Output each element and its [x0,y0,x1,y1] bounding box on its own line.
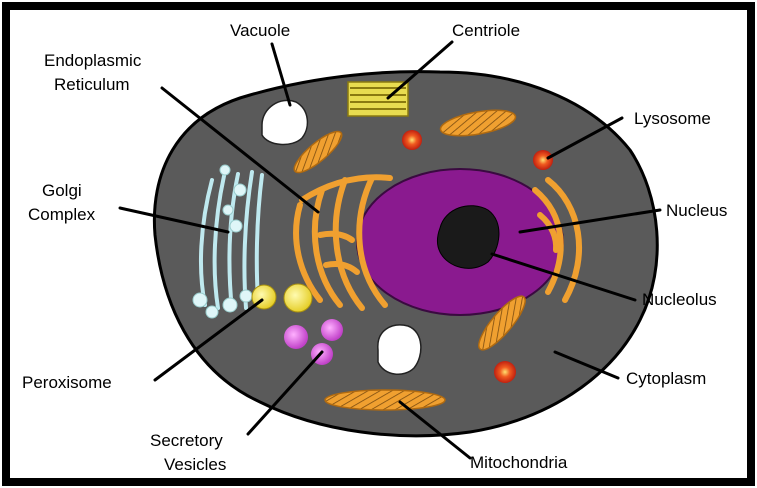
label-secretory-line2: Vesicles [164,455,226,474]
label-nucleolus: Nucleolus [642,290,717,309]
nucleolus [437,206,499,269]
label-er-line2: Reticulum [54,75,130,94]
secretory-vesicle [321,319,343,341]
label-er-line1: Endoplasmic [44,51,142,70]
label-peroxisome: Peroxisome [22,373,112,392]
label-golgi-line1: Golgi [42,181,82,200]
secretory-vesicle [284,325,308,349]
lysosome [402,130,422,150]
label-mitochondria: Mitochondria [470,453,568,472]
lysosome [533,150,553,170]
label-centriole: Centriole [452,21,520,40]
mitochondrion [325,390,445,410]
lysosome [494,361,516,383]
peroxisome [284,284,312,312]
label-secretory-line1: Secretory [150,431,223,450]
label-nucleus: Nucleus [666,201,727,220]
label-cytoplasm: Cytoplasm [626,369,706,388]
label-lysosome: Lysosome [634,109,711,128]
vacuole-lower [378,325,421,374]
label-golgi-line2: Complex [28,205,96,224]
label-vacuole: Vacuole [230,21,290,40]
